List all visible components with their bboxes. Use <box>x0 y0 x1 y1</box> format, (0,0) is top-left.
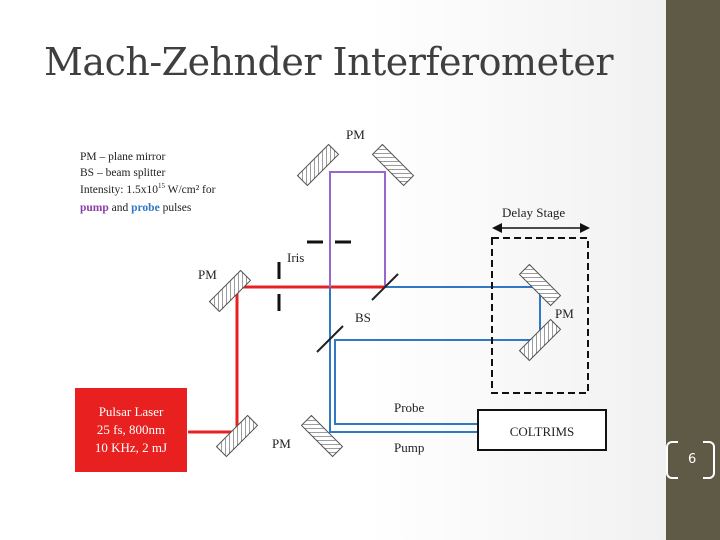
delay-stage-box <box>491 237 589 394</box>
mirror-left <box>208 269 252 313</box>
pump-beam-lower <box>329 287 480 433</box>
page-number: 6 <box>688 452 697 467</box>
legend-pulses: pump and probe pulses <box>80 202 192 214</box>
slide-title: Mach-Zehnder Interferometer <box>44 40 614 84</box>
mirror-top-left <box>296 143 340 187</box>
label-bs: BS <box>355 310 371 325</box>
mirror-bottom-right <box>300 414 344 458</box>
red-beam <box>188 285 385 434</box>
coltrims-label: COLTRIMS <box>510 424 575 439</box>
page-number-bracket-right <box>703 441 715 479</box>
label-delay-stage: Delay Stage <box>502 205 565 220</box>
delay-arrow-left-head <box>492 223 502 233</box>
label-pm-bottom: PM <box>272 436 291 451</box>
beam-splitter-lower <box>316 325 344 353</box>
probe-beam <box>334 286 541 425</box>
legend-intensity: Intensity: 1.5x1015 W/cm² for <box>80 182 216 196</box>
pump-beam-upper <box>329 171 386 287</box>
legend-pm: PM – plane mirror <box>80 151 165 163</box>
legend-bs: BS – beam splitter <box>80 167 165 179</box>
mirror-right-top <box>518 263 562 307</box>
delay-arrow-right-head <box>580 223 590 233</box>
laser-line1: Pulsar Laser <box>99 404 164 419</box>
laser-line3: 10 KHz, 2 mJ <box>95 440 167 455</box>
beam-splitter <box>371 273 399 301</box>
label-pump: Pump <box>394 440 424 455</box>
page-number-bracket-left <box>666 441 678 479</box>
label-pm-top: PM <box>346 127 365 142</box>
mirror-top-right <box>371 143 415 187</box>
interferometer-diagram: PM – plane mirror BS – beam splitter Int… <box>75 127 607 472</box>
laser-line2: 25 fs, 800nm <box>97 422 165 437</box>
mirror-right-bottom <box>518 318 562 362</box>
label-iris: Iris <box>287 250 304 265</box>
laser-box <box>75 388 187 472</box>
label-probe: Probe <box>394 400 425 415</box>
coltrims-box <box>477 409 607 451</box>
label-pm-right: PM <box>555 306 574 321</box>
mirror-bottom-left <box>215 414 259 458</box>
label-pm-left: PM <box>198 267 217 282</box>
